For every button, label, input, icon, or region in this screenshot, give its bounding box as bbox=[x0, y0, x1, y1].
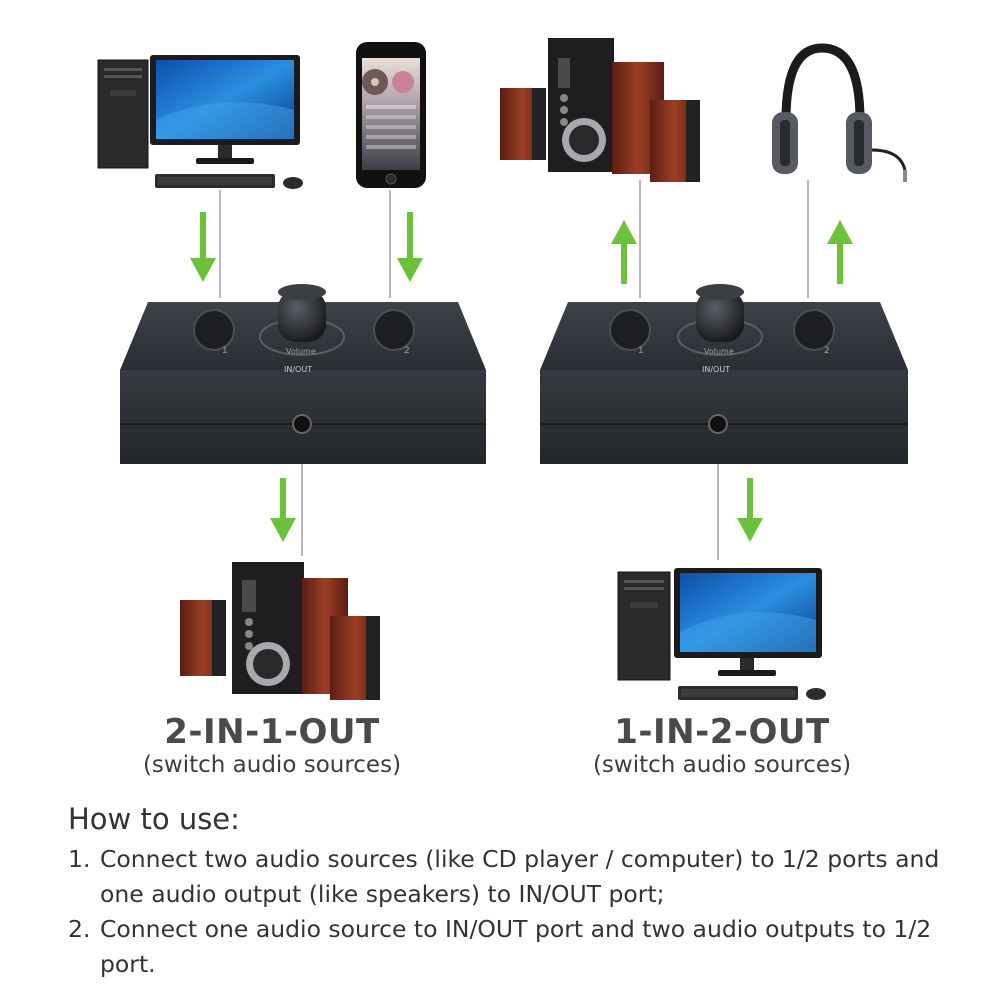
how-to-use-title: How to use: bbox=[68, 802, 240, 836]
left-button-1-label: 1 bbox=[222, 346, 228, 356]
left-button-2-label: 2 bbox=[404, 346, 410, 356]
source-computer bbox=[97, 55, 303, 189]
instruction-number: 2. bbox=[68, 915, 91, 943]
left-volume-label: Volume bbox=[286, 347, 316, 356]
source-smartphone bbox=[356, 42, 426, 188]
source-computer-bottom bbox=[617, 568, 826, 700]
arrow-down-left-output bbox=[270, 478, 296, 542]
output-speakers-bottom bbox=[180, 562, 380, 700]
left-port-label: IN/OUT bbox=[284, 365, 312, 374]
instruction-item: 2. Connect one audio source to IN/OUT por… bbox=[68, 912, 968, 982]
arrow-down-right-output bbox=[737, 478, 763, 542]
audio-switch-left: 1 2 Volume IN/OUT bbox=[120, 284, 486, 464]
arrow-down-right-source bbox=[397, 212, 423, 282]
instruction-item: 1. Connect two audio sources (like CD pla… bbox=[68, 842, 968, 912]
how-to-use-section: How to use: 1. Connect two audio sources … bbox=[68, 802, 968, 982]
arrow-up-headphones bbox=[827, 220, 853, 284]
mode-subtitle-1in2out: (switch audio sources) bbox=[592, 752, 852, 778]
mode-subtitle-2in1out: (switch audio sources) bbox=[142, 752, 402, 778]
right-volume-label: Volume bbox=[704, 347, 734, 356]
audio-switch-right: 1 2 Volume IN/OUT bbox=[540, 284, 908, 464]
right-button-2-label: 2 bbox=[824, 346, 830, 356]
output-speakers bbox=[500, 38, 700, 182]
output-headphones bbox=[772, 43, 907, 182]
right-port-label: IN/OUT bbox=[702, 365, 730, 374]
connection-diagram: 1 2 Volume IN/OUT 1 2 Volume IN/OUT bbox=[97, 38, 908, 700]
mode-title-1in2out: 1-IN-2-OUT bbox=[614, 712, 830, 752]
instruction-number: 1. bbox=[68, 845, 91, 873]
right-button-1-label: 1 bbox=[638, 346, 644, 356]
arrow-down-left-source bbox=[190, 212, 216, 282]
mode-title-2in1out: 2-IN-1-OUT bbox=[164, 712, 380, 752]
arrow-up-speakers bbox=[611, 220, 637, 284]
instruction-text: Connect one audio source to IN/OUT port … bbox=[100, 915, 932, 978]
instruction-text: Connect two audio sources (like CD playe… bbox=[100, 845, 940, 908]
